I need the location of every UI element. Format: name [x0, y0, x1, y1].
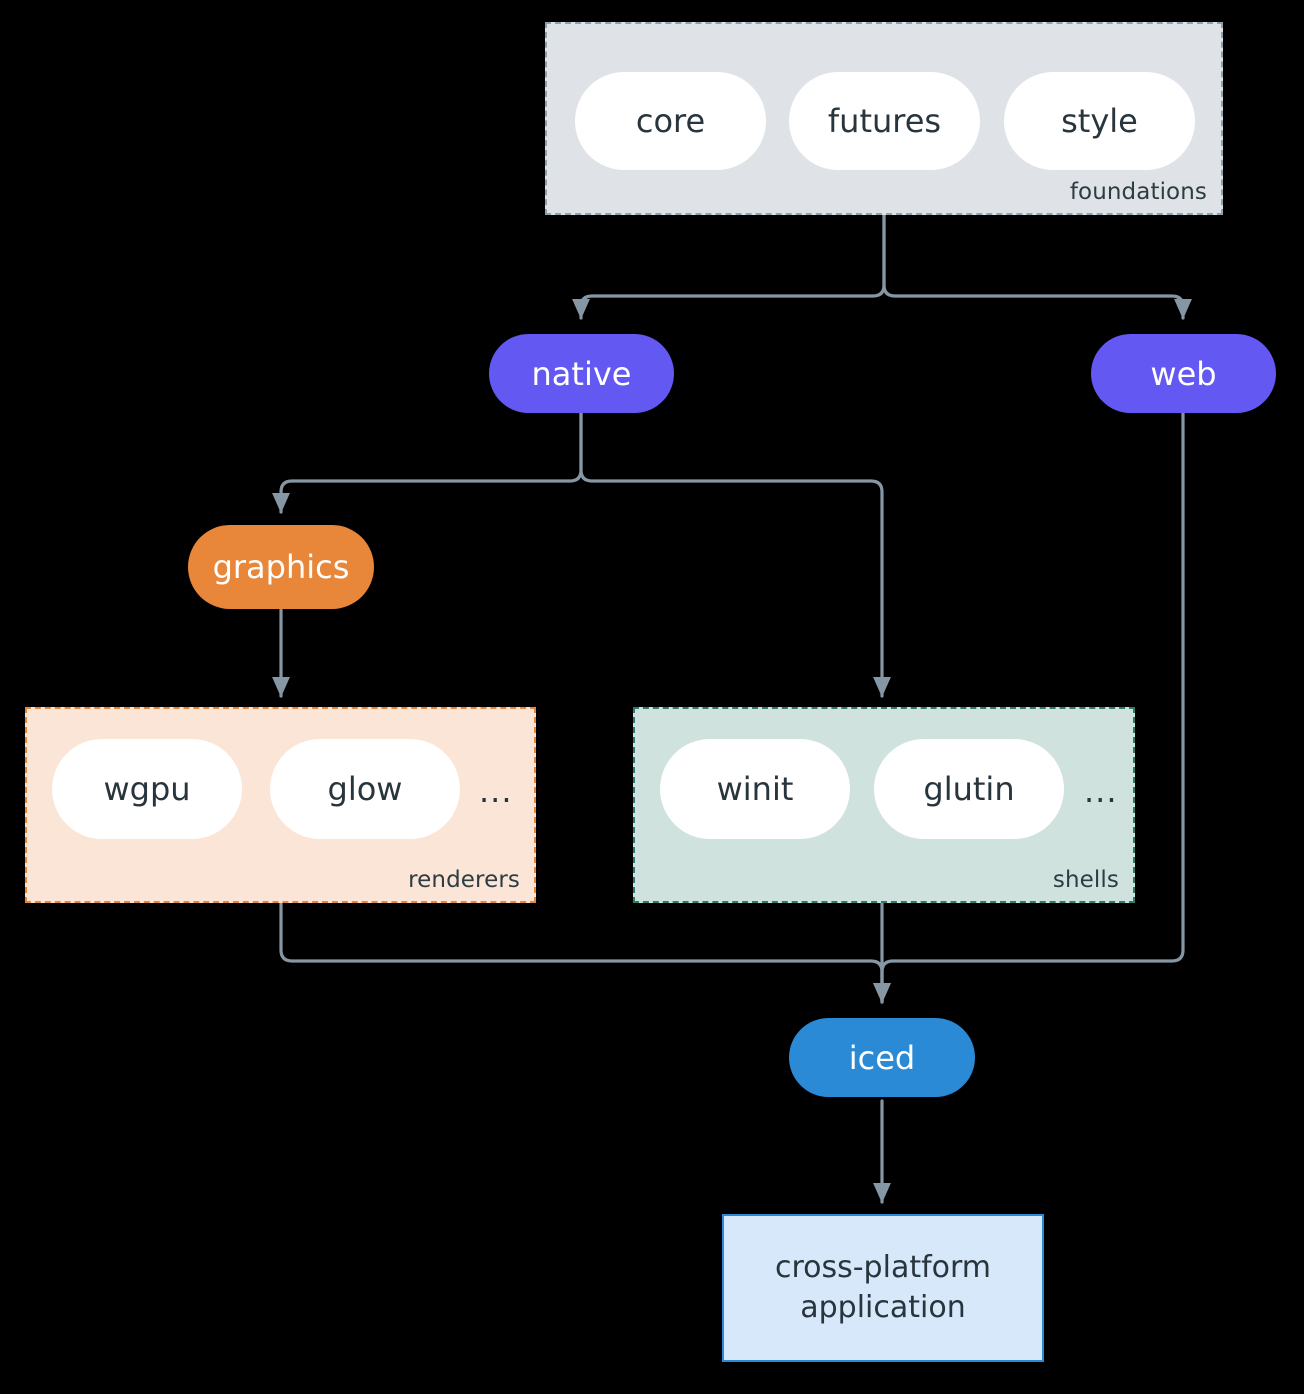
pill-core[interactable]: core [575, 72, 766, 170]
node-graphics-label: graphics [212, 548, 350, 586]
pill-glow-label: glow [327, 770, 403, 808]
pill-core-label: core [635, 102, 706, 140]
node-cross-platform-application[interactable]: cross-platform application [722, 1214, 1044, 1362]
edge-native-graphics [272, 411, 583, 514]
node-native-label: native [531, 354, 632, 393]
node-iced[interactable]: iced [789, 1018, 975, 1097]
node-native[interactable]: native [489, 334, 674, 413]
cluster-foundations-label: foundations [1069, 179, 1207, 205]
pill-wgpu[interactable]: wgpu [52, 739, 242, 839]
pill-style-label: style [1061, 102, 1138, 140]
edge-native-shells [579, 411, 891, 698]
pill-futures[interactable]: futures [789, 72, 980, 170]
application-line-2: application [800, 1290, 966, 1325]
pill-wgpu-label: wgpu [103, 770, 191, 808]
node-web-label: web [1150, 354, 1217, 393]
renderers-overflow-ellipsis: ... [479, 772, 513, 810]
edge-foundations-native [572, 213, 886, 320]
pill-style[interactable]: style [1004, 72, 1195, 170]
node-web[interactable]: web [1091, 334, 1276, 413]
cluster-renderers-label: renderers [408, 867, 520, 893]
cluster-shells-label: shells [1052, 867, 1119, 893]
pill-glutin[interactable]: glutin [874, 739, 1064, 839]
node-graphics[interactable]: graphics [188, 525, 374, 609]
edge-renderers-iced [279, 901, 891, 1004]
shells-overflow-ellipsis: ... [1084, 772, 1118, 810]
pill-glow[interactable]: glow [270, 739, 460, 839]
node-iced-label: iced [848, 1038, 916, 1077]
cluster-foundations: core futures style foundations [545, 22, 1223, 215]
cluster-renderers: wgpu glow ... renderers [25, 707, 536, 903]
application-line-1: cross-platform [774, 1249, 992, 1285]
pill-winit[interactable]: winit [660, 739, 850, 839]
pill-futures-label: futures [827, 102, 942, 140]
pill-winit-label: winit [716, 770, 794, 808]
edge-foundations-web [882, 213, 1192, 320]
pill-glutin-label: glutin [923, 770, 1015, 808]
cluster-shells: winit glutin ... shells [633, 707, 1135, 903]
